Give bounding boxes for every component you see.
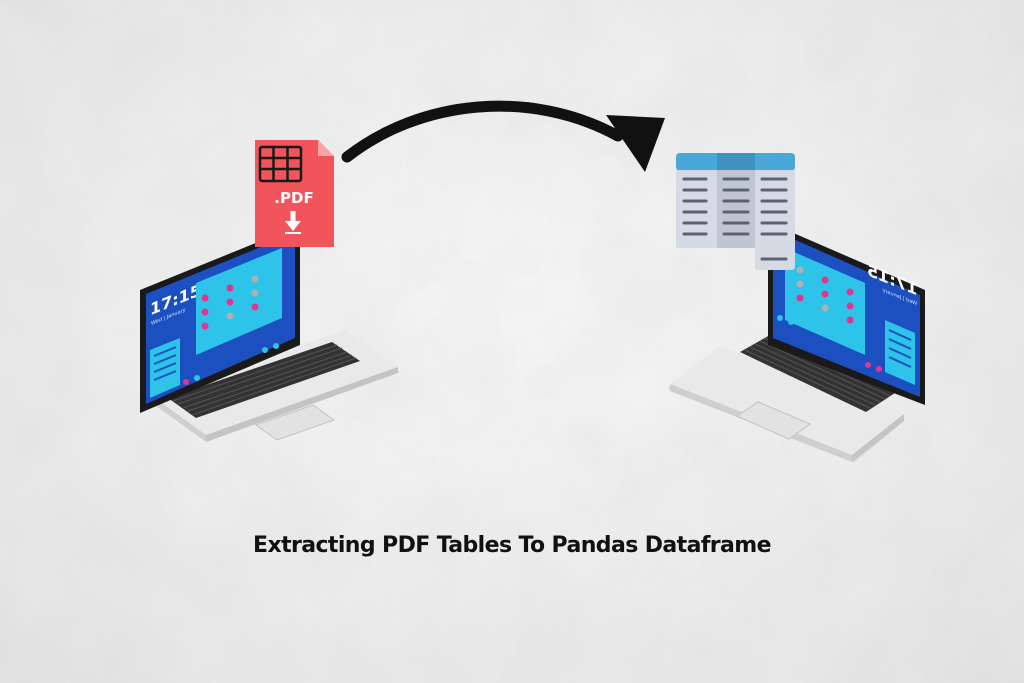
conversion-arrow	[341, 100, 665, 172]
right-laptop: 17:15 Wed | January	[668, 222, 925, 462]
dataframe-table-icon	[676, 153, 795, 270]
pdf-file-icon: .PDF	[255, 140, 334, 247]
left-laptop: 17:15 Wed | January	[140, 225, 400, 442]
left-trackpad	[254, 404, 336, 441]
right-trackpad	[735, 401, 812, 440]
table-grid-icon	[258, 145, 303, 183]
caption-title: Extracting PDF Tables To Pandas Datafram…	[253, 533, 771, 558]
pdf-label: .PDF	[274, 189, 313, 207]
download-icon	[285, 211, 301, 234]
